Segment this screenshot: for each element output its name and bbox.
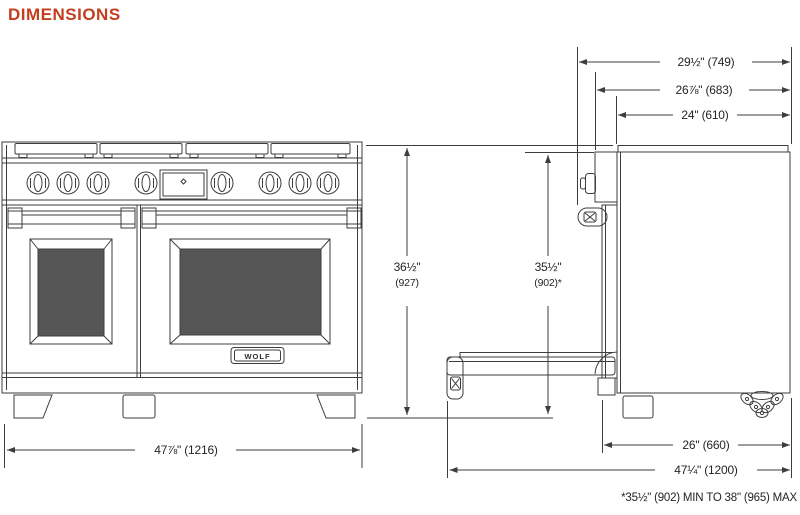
right-leg bbox=[317, 395, 355, 418]
dim-base-depth: 26" (660) bbox=[682, 438, 730, 452]
right-door-handle bbox=[142, 208, 361, 228]
open-door-panel bbox=[447, 357, 615, 375]
range-front-view bbox=[2, 142, 362, 418]
center-leg bbox=[123, 395, 155, 418]
dim-depth-door-open: 47¼" (1200) bbox=[674, 463, 738, 477]
control-knob bbox=[316, 171, 340, 195]
right-oven-window bbox=[170, 239, 330, 344]
brand-badge bbox=[231, 348, 284, 364]
control-knob bbox=[210, 171, 234, 195]
control-knob bbox=[134, 171, 158, 195]
side-door-strip bbox=[595, 205, 617, 395]
left-door-handle bbox=[8, 208, 135, 228]
side-handle bbox=[578, 208, 607, 226]
dim-min-height-mm: (902)* bbox=[534, 277, 562, 289]
front-body-outline bbox=[2, 142, 362, 393]
display-panel bbox=[160, 170, 207, 199]
control-knob bbox=[258, 171, 282, 195]
open-door-handle bbox=[447, 357, 463, 399]
dim-depth-to-door-front: 26⅞" (683) bbox=[675, 83, 733, 97]
dimension-lines bbox=[7, 59, 790, 473]
control-knob bbox=[86, 171, 110, 195]
dim-chassis-depth: 24" (610) bbox=[681, 108, 729, 122]
burner-grates bbox=[15, 144, 350, 158]
dim-overall-depth: 29½" (749) bbox=[677, 55, 735, 69]
dim-overall-width: 47⅞" (1216) bbox=[154, 443, 218, 457]
dim-height-mm: (927) bbox=[395, 277, 419, 289]
handle-end-cap bbox=[451, 377, 461, 390]
front-legs bbox=[14, 395, 355, 418]
wolf-badge-label: WOLF bbox=[244, 351, 271, 361]
left-oven-window bbox=[30, 239, 112, 344]
side-control-panel bbox=[581, 152, 618, 202]
side-body-outline bbox=[617, 152, 790, 393]
dim-min-height-value: 35½" bbox=[534, 260, 562, 274]
knob-profile-icon bbox=[586, 174, 596, 194]
control-knob bbox=[288, 171, 312, 195]
control-knob bbox=[26, 171, 50, 195]
door-hinge-arc bbox=[595, 352, 617, 374]
dim-height-value: 36½" bbox=[393, 260, 421, 274]
height-range-footnote: *35½" (902) MIN TO 38" (965) MAX bbox=[621, 492, 797, 504]
range-side-view bbox=[578, 146, 790, 419]
side-leg bbox=[623, 396, 653, 418]
page-title: DIMENSIONS bbox=[8, 5, 121, 24]
display-diamond-icon bbox=[181, 179, 186, 184]
extension-lines bbox=[5, 47, 792, 478]
open-oven-door bbox=[447, 353, 615, 400]
open-door-lip bbox=[460, 353, 613, 358]
side-top-trim bbox=[618, 146, 788, 153]
control-knob bbox=[56, 171, 80, 195]
left-leg bbox=[14, 395, 52, 418]
caster-wheel-icon bbox=[739, 391, 786, 417]
knob-profile-icon bbox=[581, 178, 586, 189]
